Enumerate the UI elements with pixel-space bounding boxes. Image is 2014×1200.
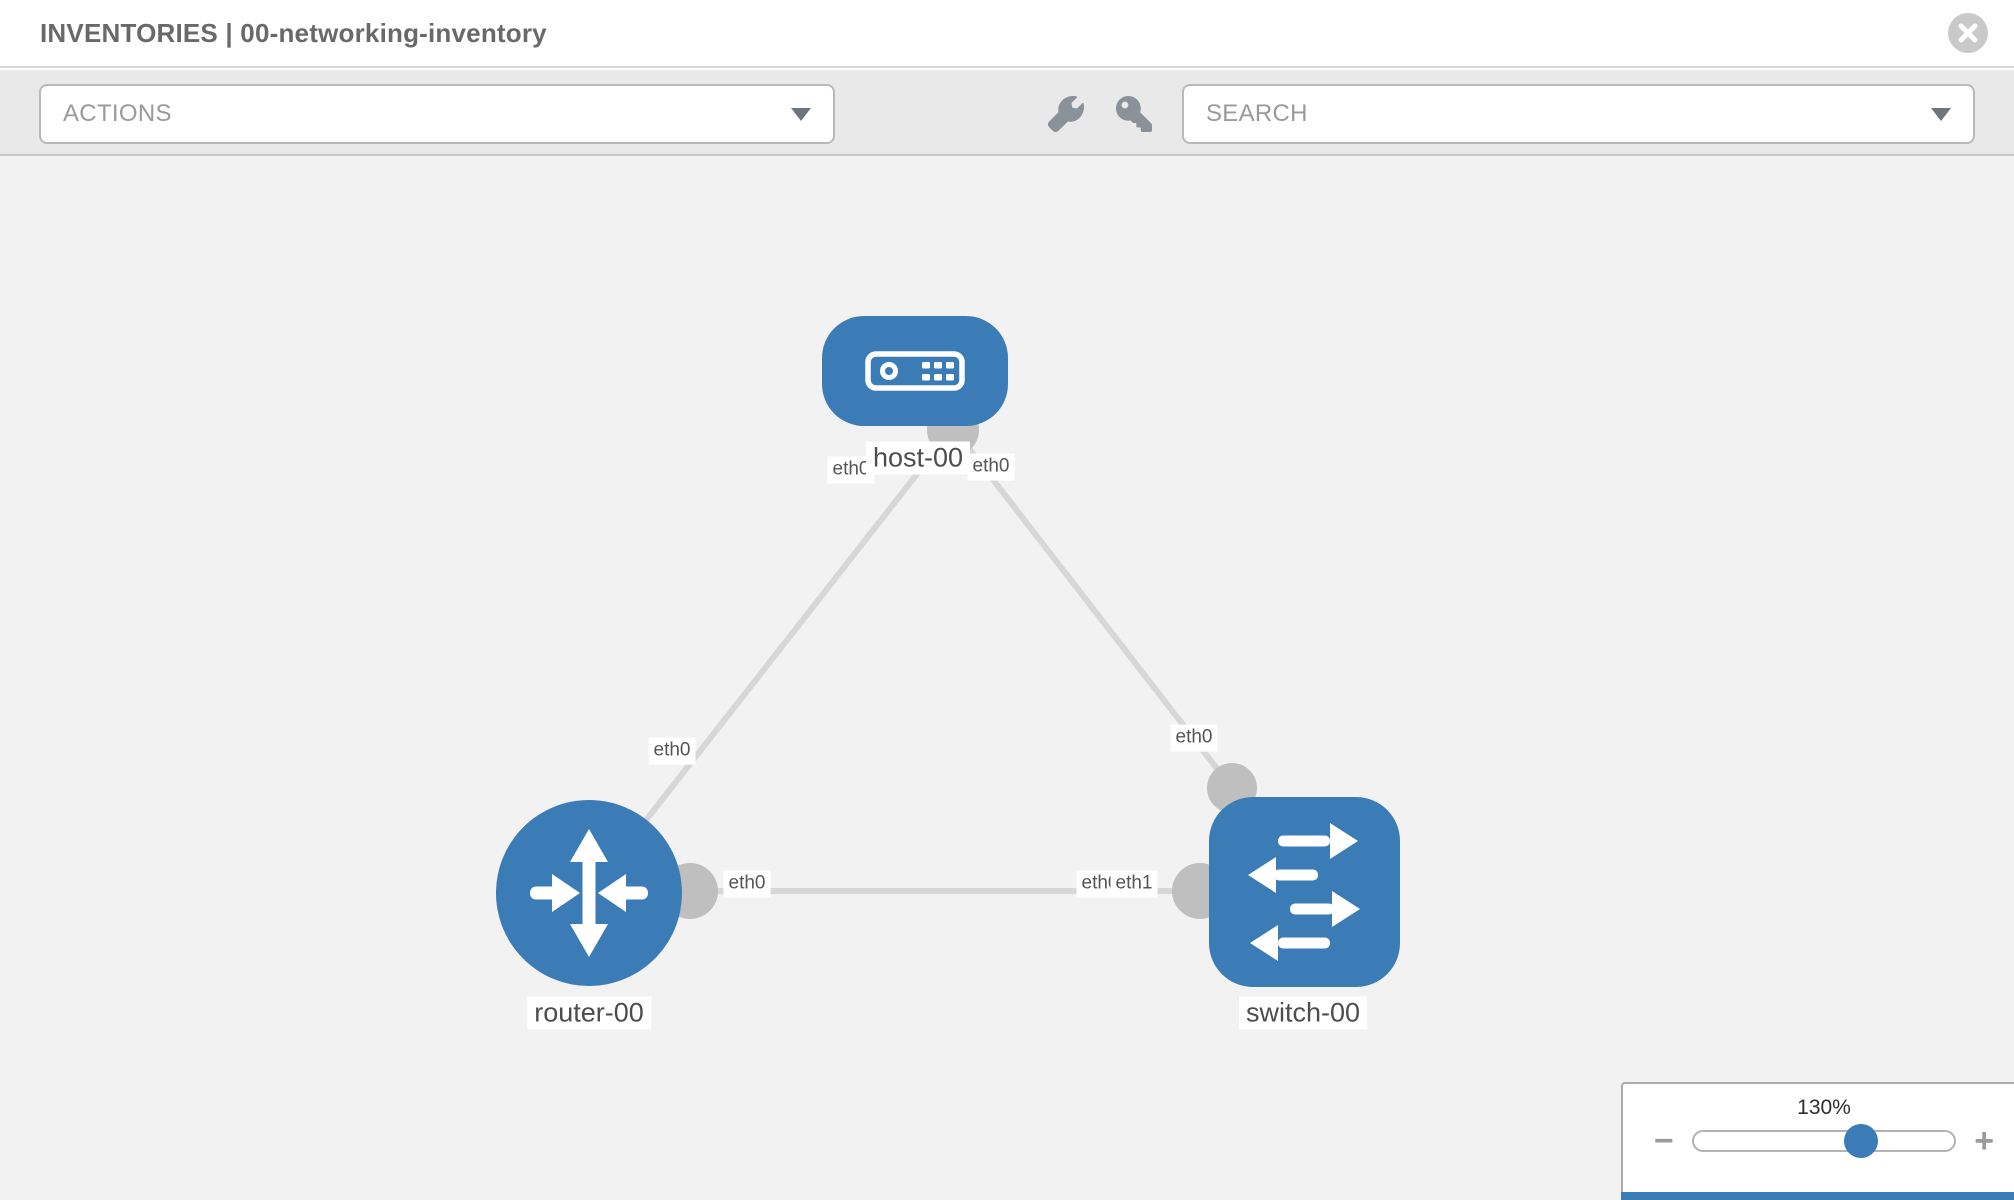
- node-label-switch: switch-00: [1238, 996, 1368, 1030]
- interface-label: eth0: [1170, 724, 1218, 752]
- zoom-slider-row: − +: [1650, 1122, 1998, 1160]
- topology-canvas[interactable]: eth0 eth0 eth0 eth0 eth0 eth0 eth1 host-…: [0, 156, 2014, 1200]
- node-host[interactable]: [822, 316, 1008, 426]
- topology-graph: [496, 316, 1400, 987]
- actions-dropdown[interactable]: ACTIONS: [39, 84, 835, 144]
- key-icon: [1116, 96, 1152, 132]
- key-button[interactable]: [1114, 94, 1154, 134]
- wrench-icon: [1048, 96, 1084, 132]
- zoom-in-button[interactable]: +: [1974, 1122, 1995, 1160]
- interface-dots-layer: [662, 404, 1257, 919]
- zoom-slider-track[interactable]: [1691, 1124, 1957, 1158]
- zoom-value: 130%: [1797, 1096, 1851, 1119]
- search-dropdown[interactable]: SEARCH: [1182, 84, 1975, 144]
- zoom-slider-knob[interactable]: [1843, 1124, 1878, 1158]
- zoom-panel: 130% − +: [1621, 1082, 2014, 1200]
- link-host-router[interactable]: [586, 426, 956, 895]
- interface-label: eth0: [723, 870, 771, 898]
- page-title: INVENTORIES | 00-networking-inventory: [40, 17, 547, 48]
- toolbar: ACTIONS SEARCH: [0, 70, 2014, 156]
- page-header: INVENTORIES | 00-networking-inventory: [0, 0, 2014, 68]
- wrench-button[interactable]: [1046, 94, 1086, 134]
- server-icon: [865, 351, 965, 391]
- interface-label: eth0: [648, 737, 696, 765]
- close-x-glyph: [1958, 23, 1978, 43]
- node-router[interactable]: [496, 800, 682, 986]
- switch-arrows-icon: [1248, 823, 1360, 961]
- chevron-down-icon: [791, 107, 811, 121]
- actions-dropdown-label: ACTIONS: [63, 100, 172, 127]
- node-label-router: router-00: [527, 996, 651, 1030]
- zoom-out-button[interactable]: −: [1653, 1122, 1674, 1160]
- interface-label: eth1: [1110, 870, 1158, 898]
- router-arrows-icon: [530, 829, 648, 957]
- node-switch[interactable]: [1209, 797, 1400, 987]
- search-placeholder: SEARCH: [1206, 100, 1308, 127]
- chevron-down-icon: [1931, 107, 1951, 121]
- close-icon[interactable]: [1948, 13, 1988, 53]
- node-label-host: host-00: [865, 441, 971, 475]
- zoom-panel-footer: [1621, 1192, 2014, 1200]
- links-layer: [586, 426, 1235, 895]
- interface-label: eth0: [967, 453, 1015, 481]
